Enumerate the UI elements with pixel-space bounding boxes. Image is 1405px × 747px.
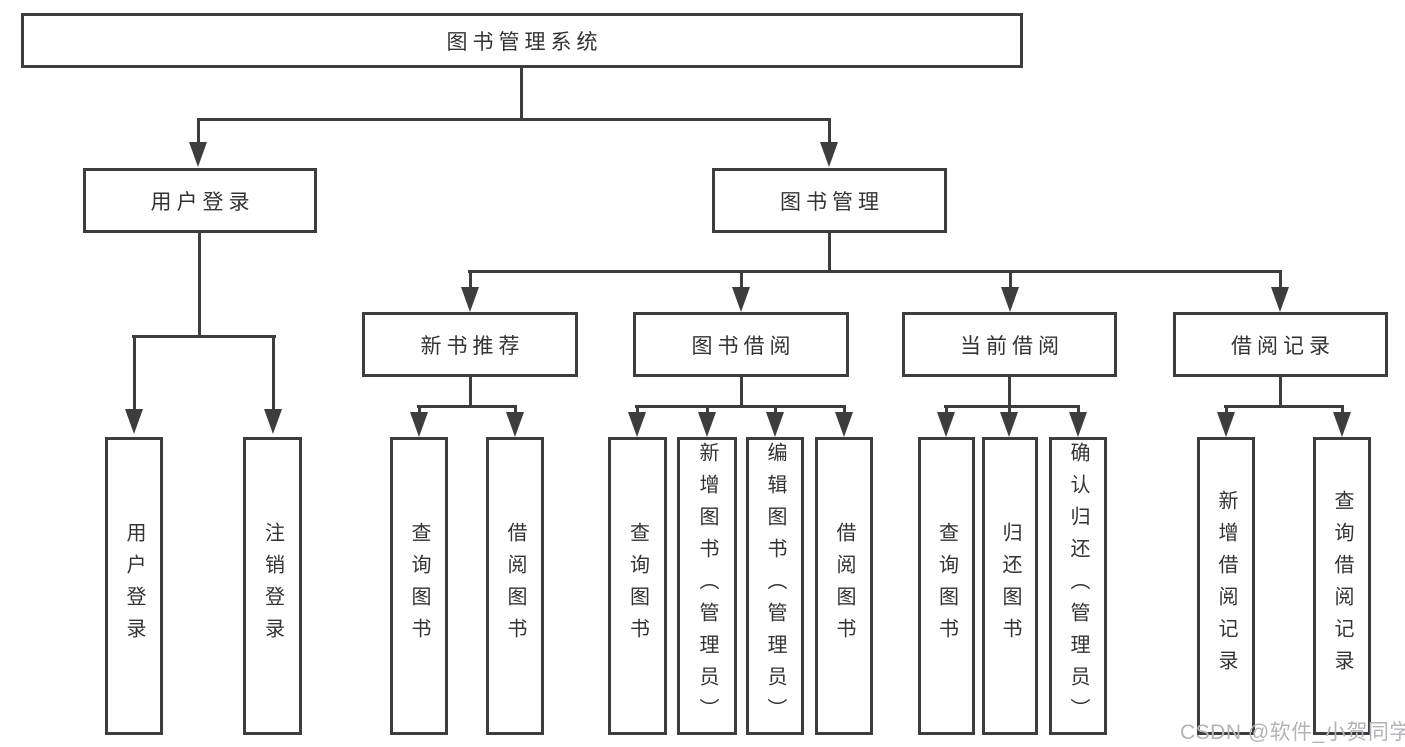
arrow-down-icon [189,142,207,167]
leaf-return-books: 归还图书 [982,437,1038,735]
arrow-down-icon [1000,412,1018,437]
arrow-down-icon [461,287,479,312]
connector-line [514,406,517,414]
node-library-management-system: 图书管理系统 [21,13,1023,68]
connector-line [706,406,709,414]
connector-line [272,338,275,410]
leaf-add-books-admin: 新增图书（管理员） [677,437,737,735]
connector-line [828,121,831,142]
connector-line [740,273,743,289]
csdn-watermark: CSDN @软件_小贺同学 [1180,721,1405,744]
connector-line [469,273,472,289]
node-book-borrowing: 图书借阅 [633,312,849,377]
connector-line [1077,406,1080,414]
connector-line [418,406,421,414]
connector-line [944,405,1080,408]
connector-line [740,377,743,407]
node-current-borrowing: 当前借阅 [902,312,1117,377]
arrow-down-icon [1217,412,1235,437]
connector-line [133,338,136,410]
arrow-down-icon [410,412,428,437]
connector-line [198,233,201,337]
arrow-down-icon [1271,287,1289,312]
connector-line [132,335,276,338]
arrow-down-icon [1333,412,1351,437]
connector-line [197,121,200,142]
leaf-add-borrow-record: 新增借阅记录 [1197,437,1255,735]
connector-line [1279,273,1282,289]
arrow-down-icon [766,412,784,437]
leaf-logout: 注销登录 [243,437,302,735]
connector-line [197,118,831,121]
arrow-down-icon [1069,412,1087,437]
leaf-query-borrow-record: 查询借阅记录 [1313,437,1371,735]
node-book-management: 图书管理 [712,168,947,233]
node-borrowing-records: 借阅记录 [1173,312,1388,377]
connector-line [774,406,777,414]
connector-line [945,406,948,414]
connector-line [1008,377,1011,407]
leaf-confirm-return-admin: 确认归还（管理员） [1049,437,1107,735]
arrow-down-icon [1001,287,1019,312]
connector-line [520,68,523,118]
leaf-query-books: 查询图书 [918,437,975,735]
connector-line [1279,377,1282,407]
leaf-edit-books-admin: 编辑图书（管理员） [746,437,804,735]
arrow-down-icon [835,412,853,437]
connector-line [843,406,846,414]
node-new-book-recommendation: 新书推荐 [362,312,578,377]
leaf-borrow-books: 借阅图书 [815,437,873,735]
connector-line [1341,406,1344,414]
arrow-down-icon [820,142,838,167]
arrow-down-icon [628,412,646,437]
connector-line [469,377,472,407]
connector-line [828,233,831,270]
arrow-down-icon [732,287,750,312]
arrow-down-icon [264,409,282,434]
leaf-query-books: 查询图书 [390,437,448,735]
connector-line [417,405,517,408]
connector-line [635,405,846,408]
connector-line [636,406,639,414]
leaf-query-books: 查询图书 [608,437,667,735]
arrow-down-icon [506,412,524,437]
arrow-down-icon [698,412,716,437]
arrow-down-icon [125,409,143,434]
node-user-login: 用户登录 [83,168,317,233]
leaf-user-login: 用户登录 [105,437,163,735]
connector-line [1008,406,1011,414]
arrow-down-icon [937,412,955,437]
leaf-borrow-books: 借阅图书 [486,437,544,735]
connector-line [1224,405,1344,408]
connector-line [1009,273,1012,289]
connector-line [468,270,1282,273]
connector-line [1225,406,1228,414]
